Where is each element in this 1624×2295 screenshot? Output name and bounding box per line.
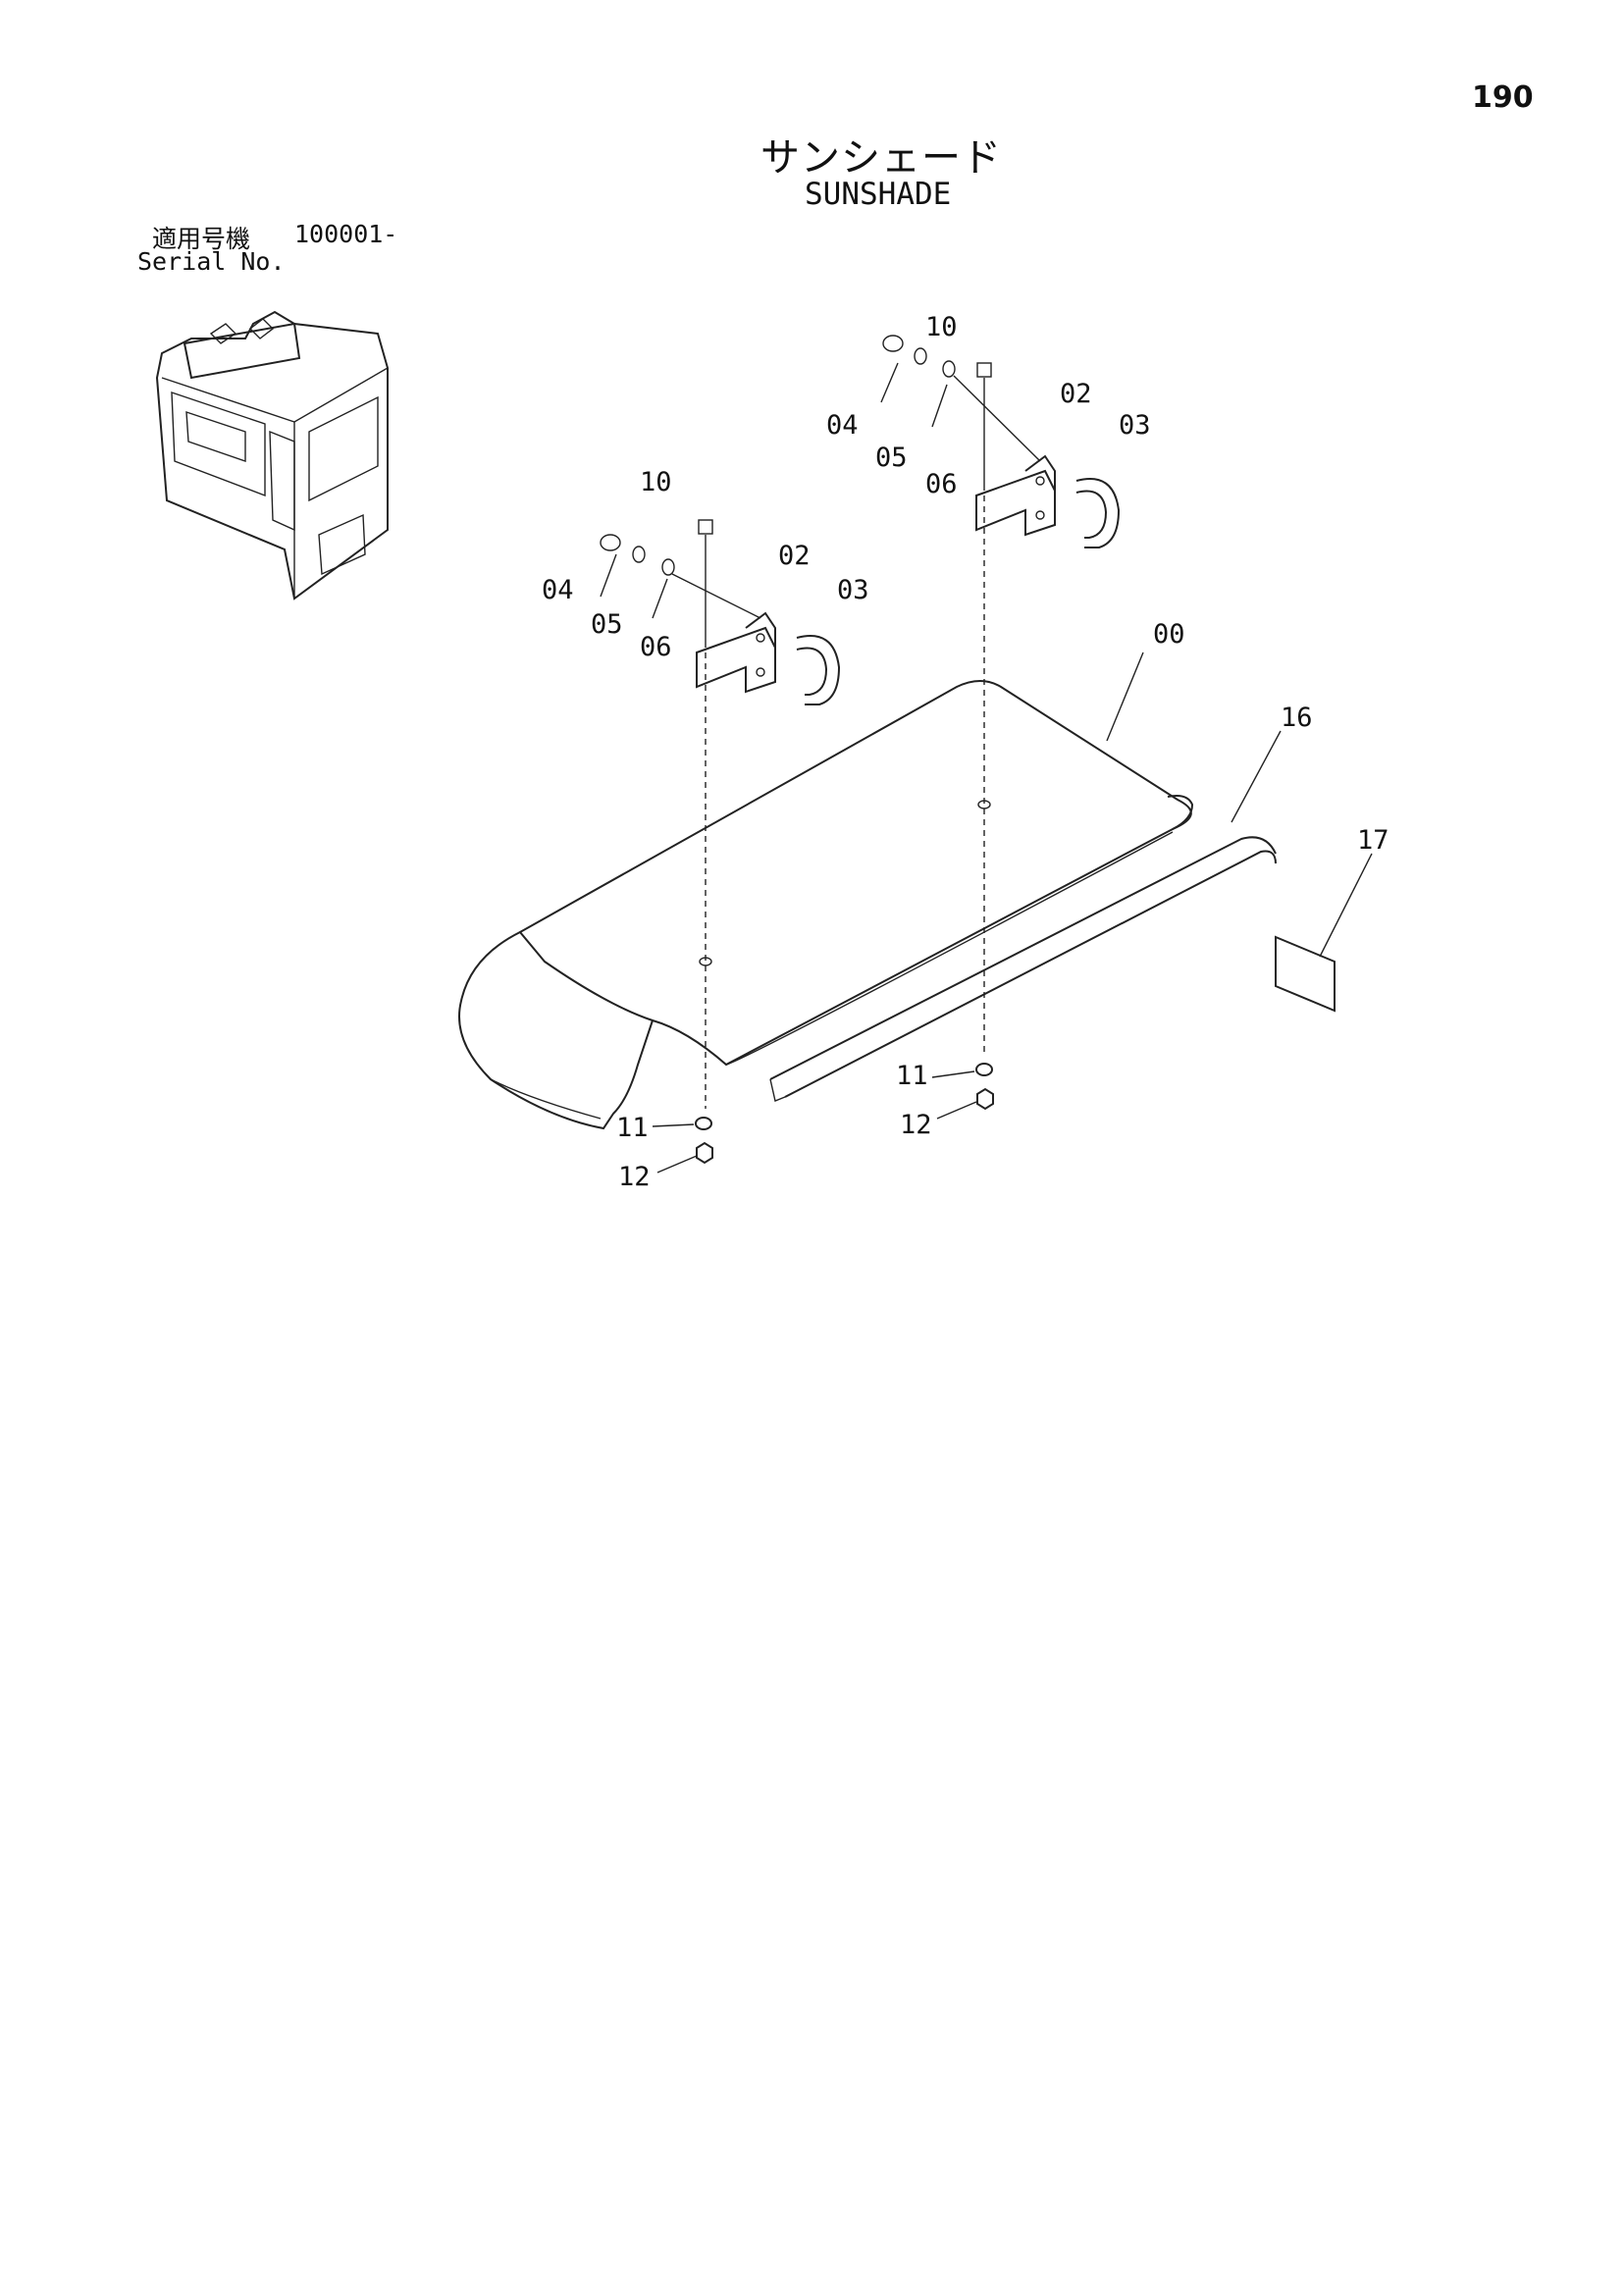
serial-label-japanese: 適用号機 [152, 225, 251, 253]
seal-strip [769, 836, 1277, 1102]
leader-line-17 [1319, 853, 1373, 958]
leader-line-16 [1231, 730, 1282, 823]
callout-right-11: 11 [896, 1061, 928, 1091]
callout-right-12: 12 [900, 1110, 932, 1140]
sunshade-panel [458, 680, 1194, 1130]
callout-seal-16: 16 [1281, 703, 1313, 733]
serial-number-value: 100001- [294, 220, 398, 248]
title-japanese: サンシェード [760, 135, 1002, 181]
warning-label-decal [1275, 935, 1336, 1013]
right-bracket-assembly [882, 335, 1121, 1120]
title-english: SUNSHADE [805, 177, 952, 212]
left-bracket-assembly [600, 519, 841, 1174]
leader-line-00 [1106, 652, 1144, 742]
leader-line-right-06 [931, 384, 948, 428]
callout-left-05: 05 [591, 609, 623, 640]
callout-right-04: 04 [826, 410, 859, 441]
callout-left-10: 10 [640, 467, 672, 497]
callout-left-02: 02 [778, 541, 811, 571]
callout-left-03: 03 [837, 575, 869, 605]
leader-line-left-05 [600, 553, 617, 598]
callout-right-06: 06 [925, 469, 958, 499]
callout-left-06: 06 [640, 632, 672, 662]
callout-left-11: 11 [616, 1113, 649, 1143]
callout-left-04: 04 [542, 575, 574, 605]
callout-right-05: 05 [875, 443, 908, 473]
serial-label-english: Serial No. [137, 247, 286, 276]
callout-sunshade-00: 00 [1153, 619, 1185, 650]
leader-line-right-05 [880, 362, 899, 403]
callout-label-17: 17 [1357, 825, 1389, 856]
callout-right-03: 03 [1119, 410, 1151, 441]
callout-left-12: 12 [618, 1162, 651, 1192]
callout-right-10: 10 [925, 312, 958, 342]
leader-line-left-06 [652, 578, 668, 619]
page-number: 190 [1472, 80, 1534, 115]
cab-thumbnail-illustration [155, 310, 389, 600]
callout-right-02: 02 [1060, 379, 1092, 409]
